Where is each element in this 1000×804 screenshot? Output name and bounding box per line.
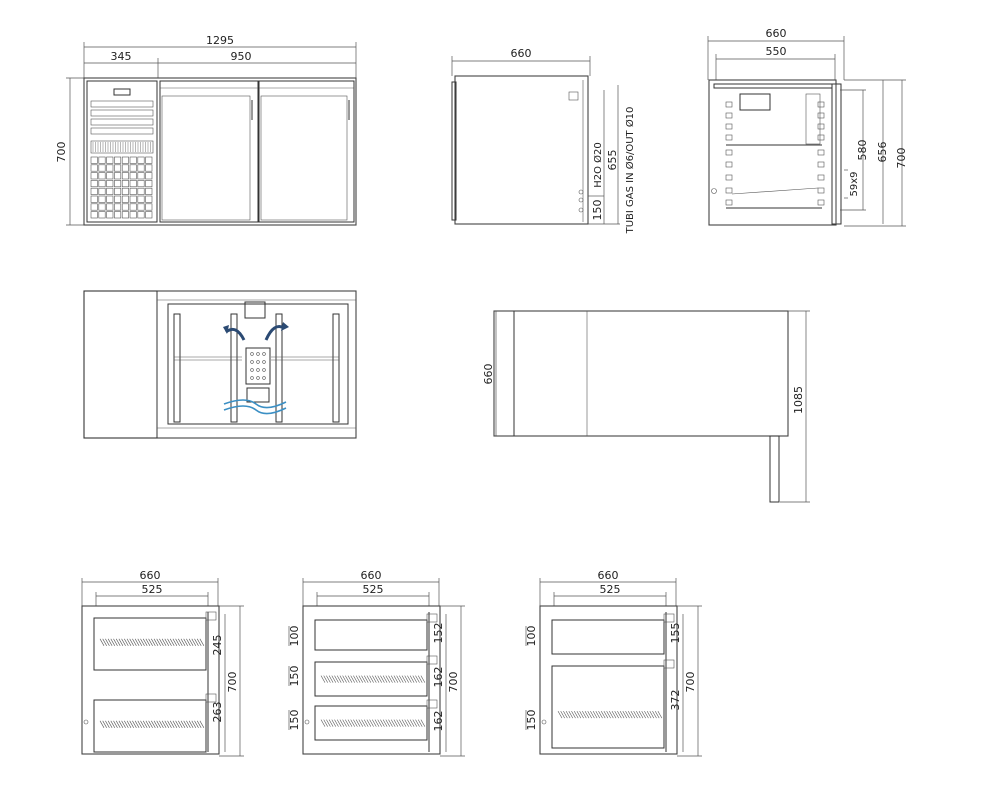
- shelf-supports: [725, 101, 825, 206]
- drawer-front-height-label: 150: [288, 710, 301, 731]
- front-overall-width-dimension: 1295: [83, 34, 357, 78]
- drawer-compartment-height-label: 372: [669, 690, 682, 711]
- section-door-profile: [831, 83, 842, 225]
- door-left: [159, 80, 259, 223]
- drawer-height-label: 700: [447, 672, 460, 693]
- drawer-front-height-label: 100: [288, 626, 301, 647]
- section-grille-label: 59x9: [849, 171, 860, 196]
- drawer-compartment-height-label: 155: [669, 623, 682, 644]
- panel-slots: [90, 100, 154, 135]
- compressor-bay: [83, 290, 158, 439]
- drawer-compartment-height-label: 162: [432, 667, 445, 688]
- vent-louvers: [90, 140, 154, 154]
- drawer-inner-width-label: 525: [142, 583, 163, 596]
- compressor-grille: [90, 156, 153, 219]
- drawer: [314, 705, 428, 741]
- water-connection: [568, 91, 579, 101]
- drawer-width-label: 660: [598, 569, 619, 582]
- section-height-580-label: 580: [856, 140, 869, 161]
- drawer-compartment-height-label: 152: [432, 623, 445, 644]
- drawer: [93, 617, 207, 671]
- side-height-655-label: 655: [606, 150, 619, 171]
- evaporator-core: [245, 347, 271, 385]
- door-right: [258, 80, 355, 223]
- front-overall-width-label: 1295: [206, 34, 234, 47]
- plan-dimensions: 660 1085: [482, 310, 810, 503]
- section-view: 660 550 580 656: [707, 27, 908, 227]
- section-height-dimensions: 580 656 700 59x9: [840, 79, 908, 227]
- drawer-inner-width-label: 525: [600, 583, 621, 596]
- drawer-width-label: 660: [140, 569, 161, 582]
- drawer: [314, 619, 428, 651]
- gas-pipe-label: TUBI GAS IN Ø6/OUT Ø10: [624, 107, 636, 235]
- drawer-width-label: 660: [361, 569, 382, 582]
- plan-depth-label: 660: [482, 364, 495, 385]
- front-partial-dimensions: 345 950: [84, 50, 356, 78]
- front-height-label: 700: [55, 142, 68, 163]
- drawer-front-height-label: 100: [525, 626, 538, 647]
- side-height-150-label: 150: [591, 200, 604, 221]
- drawer-configurations: 6605257002452636605257001521621621001501…: [81, 569, 702, 757]
- drawer-inner-width-label: 525: [363, 583, 384, 596]
- plan-length-label: 1085: [792, 386, 805, 414]
- front-view: 1295 345 950 700: [55, 34, 357, 226]
- airflow-top-section: [83, 290, 357, 439]
- drawer: [93, 699, 207, 753]
- drawer: [314, 661, 428, 697]
- drawer: [551, 665, 665, 749]
- front-height-dimension: 700: [55, 77, 84, 226]
- front-left-width-label: 345: [111, 50, 132, 63]
- drawer-compartment-height-label: 162: [432, 711, 445, 732]
- cabinet-interior: [167, 303, 349, 425]
- drawer-front-height-label: 150: [288, 666, 301, 687]
- side-depth-label: 660: [511, 47, 532, 60]
- drawer-compartment-height-label: 263: [211, 702, 224, 723]
- front-right-width-label: 950: [231, 50, 252, 63]
- drawer-height-label: 700: [226, 672, 239, 693]
- extension-post: [769, 435, 780, 503]
- water-pipe-label: H2O Ø20: [592, 142, 604, 188]
- section-height-700-label: 700: [895, 148, 908, 169]
- side-depth-dimension: 660: [451, 47, 591, 76]
- drawer-height-label: 700: [684, 672, 697, 693]
- plan-view: 660 1085: [482, 310, 810, 503]
- section-height-656-label: 656: [876, 142, 889, 163]
- airflow-arrows: [223, 322, 289, 415]
- section-inner-width-label: 550: [766, 45, 787, 58]
- section-outer-width-label: 660: [766, 27, 787, 40]
- fan-housing: [244, 301, 266, 319]
- drawer: [551, 619, 665, 655]
- drawer-compartment-height-label: 245: [211, 635, 224, 656]
- control-display: [113, 88, 131, 96]
- evaporator: [739, 93, 771, 111]
- fan-unit: [805, 93, 821, 145]
- side-view: 660 655 150 H2O Ø20 TUBI GAS IN Ø6/OUT Ø…: [451, 47, 636, 234]
- section-width-dimensions: 660 550: [707, 27, 845, 80]
- drawer-front-height-label: 150: [525, 710, 538, 731]
- compressor-panel: [86, 80, 158, 223]
- side-height-dimensions: 655 150 H2O Ø20 TUBI GAS IN Ø6/OUT Ø10: [588, 85, 636, 234]
